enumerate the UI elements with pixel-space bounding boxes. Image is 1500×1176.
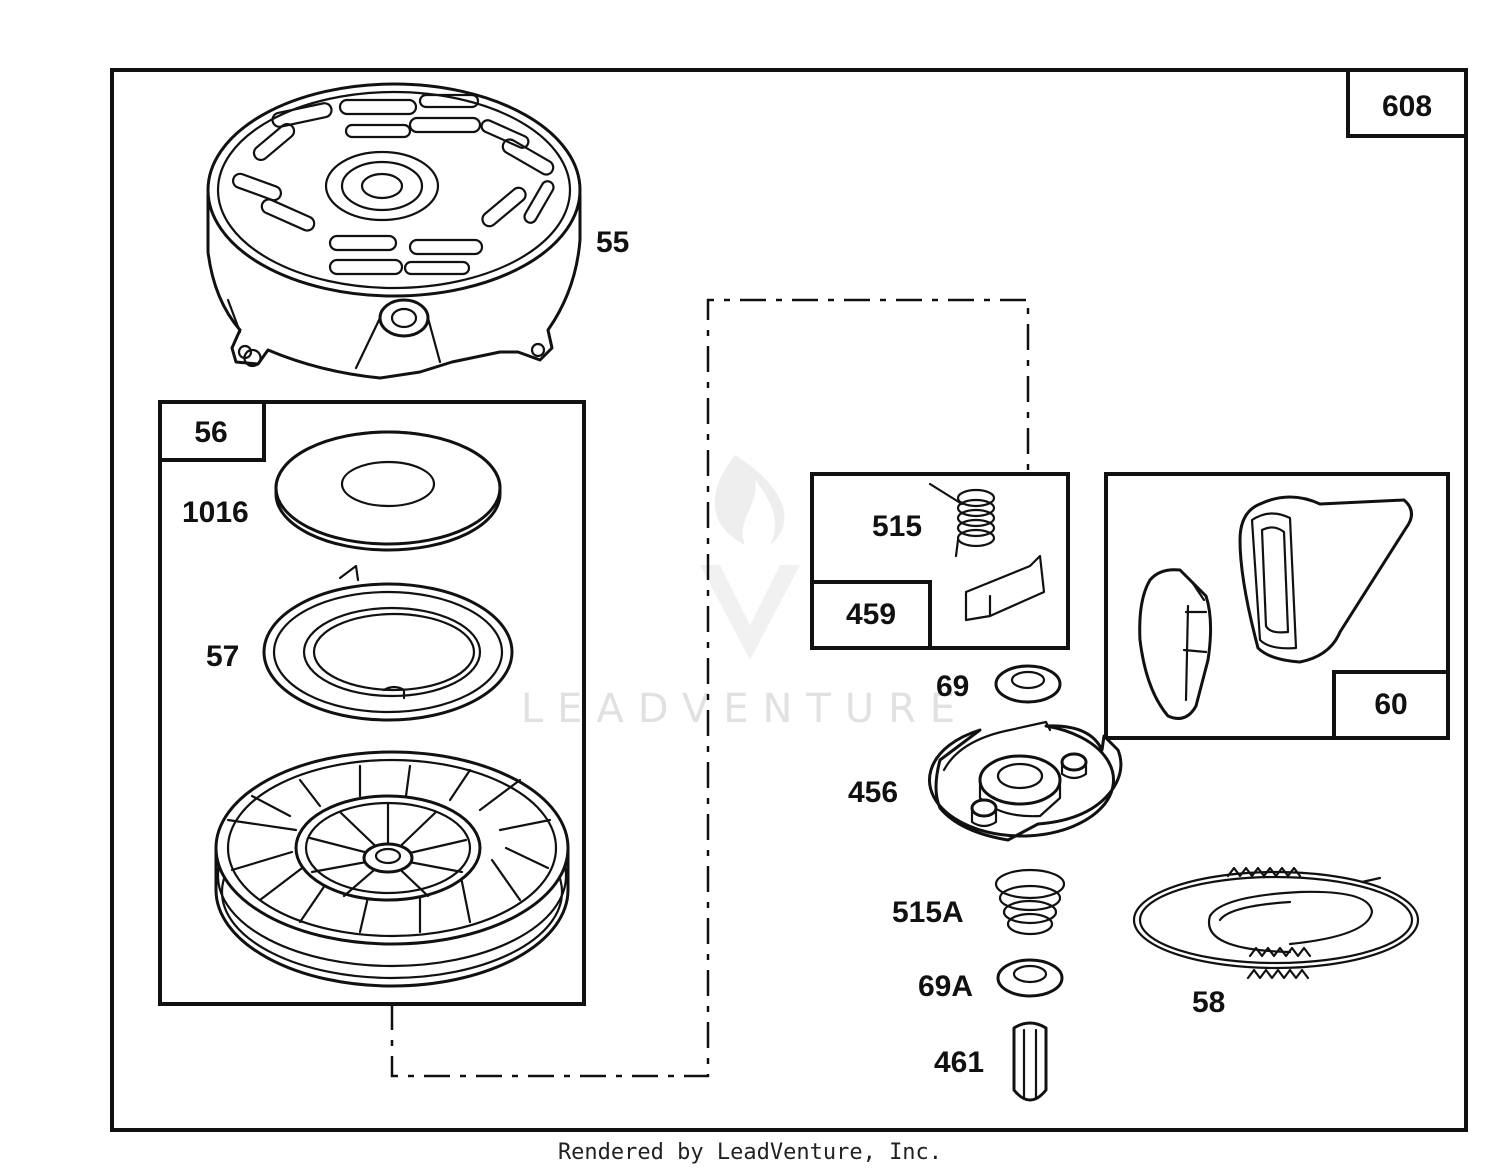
part-69a-washer: 69A [918, 958, 1064, 1003]
part-58-starter-rope: 58 [1132, 866, 1420, 1019]
callout-515a: 515A [892, 896, 964, 929]
watermark-text: LEADVENTURE [521, 686, 969, 732]
assembly-number-box: 608 [1346, 68, 1468, 138]
group-56-label-box: 56 [158, 400, 266, 462]
callout-56: 56 [194, 416, 227, 449]
callout-69: 69 [936, 670, 969, 703]
callout-461: 461 [934, 1046, 984, 1079]
callout-1016: 1016 [182, 496, 249, 529]
part-69-washer: 69 [936, 664, 1062, 704]
part-55-starter-housing: 55 [206, 82, 629, 380]
dashed-connector-line [390, 298, 1030, 1078]
part-56-pulley [214, 750, 570, 988]
part-57-rewind-spring: 57 [206, 564, 514, 722]
part-459-pawl [964, 554, 1046, 622]
group-60-label-box: 60 [1332, 670, 1450, 740]
callout-60: 60 [1374, 688, 1407, 721]
part-515a-spring: 515A [892, 868, 1066, 936]
group-56-box [158, 400, 586, 1006]
outer-frame [110, 68, 1468, 1132]
callout-55: 55 [596, 226, 629, 259]
part-461-pin: 461 [934, 1021, 1048, 1102]
callout-456: 456 [848, 776, 898, 809]
footer-credit: Rendered by LeadVenture, Inc. [557, 1140, 943, 1165]
part-515-spring: 515 [872, 482, 996, 558]
assembly-number: 608 [1382, 90, 1432, 123]
watermark-logo [700, 455, 800, 660]
callout-57: 57 [206, 640, 239, 673]
group-459-label-box: 459 [810, 580, 932, 650]
callout-459: 459 [846, 598, 896, 631]
part-456-retainer: 456 [848, 720, 1123, 842]
callout-69a: 69A [918, 970, 973, 1003]
part-1016-washer-plate: 1016 [182, 430, 502, 552]
group-60-box [1104, 472, 1450, 740]
part-60-starter-handle [1138, 495, 1413, 720]
callout-515: 515 [872, 510, 922, 543]
callout-58: 58 [1192, 986, 1225, 1019]
group-459-box [810, 472, 1070, 650]
